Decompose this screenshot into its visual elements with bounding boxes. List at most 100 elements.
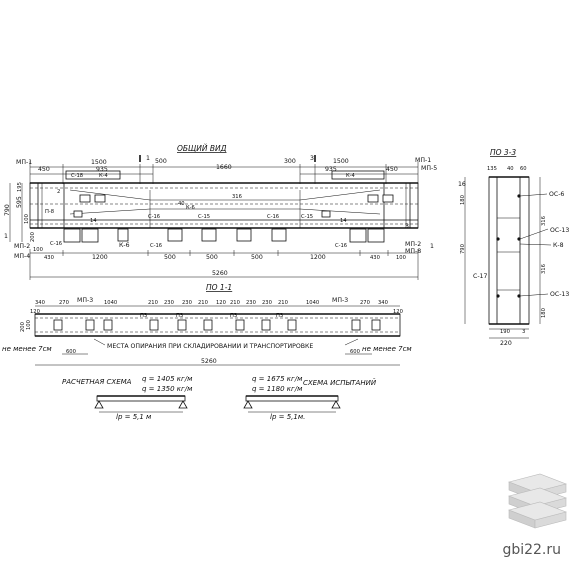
- label-c15-b: С-15: [301, 214, 313, 220]
- label-mp1-left: МП-1: [16, 159, 32, 166]
- label-mp8-right: МП-8: [405, 248, 421, 255]
- section-3-3-title: ПО 3-3: [490, 148, 516, 157]
- test-load-q4: q = 1180 кг/м: [252, 385, 303, 393]
- test-scheme: q = 1675 кг/м q = 1180 кг/м СХЕМА ИСПЫТА…: [243, 375, 377, 421]
- label-c16-b: С-16: [267, 214, 279, 220]
- dim-120-left: 120: [30, 309, 40, 315]
- dim-220: 220: [500, 340, 512, 347]
- label-oc13-a: ОС-13: [550, 227, 569, 234]
- note-not-less-left: не менее 7см: [2, 345, 52, 353]
- dim-30: 3: [522, 329, 525, 335]
- label-c16-loop-mid: С-16: [150, 243, 162, 249]
- dim-5260-bottom: 5260: [201, 358, 217, 365]
- label-pz-d: ПЗ: [276, 313, 283, 319]
- label-k8: К-8: [553, 242, 564, 249]
- label-k4-right: К-4: [346, 173, 356, 179]
- dim-230-c: 230: [246, 300, 256, 306]
- dim-300-top: 300: [284, 158, 296, 165]
- dim-500-top: 500: [155, 158, 167, 165]
- section-mark-1-top: 1: [146, 155, 150, 162]
- lifting-loops-row: [63, 228, 385, 243]
- dim-100-br: 100: [396, 255, 406, 261]
- dim-100-s1: 100: [26, 320, 32, 330]
- label-k6-bottom: К-6: [119, 242, 130, 249]
- section-1-1-title: ПО 1-1: [206, 283, 232, 292]
- label-p8: П-8: [45, 209, 54, 215]
- label-pz-b: ПЗ: [176, 313, 183, 319]
- test-load-q3: q = 1675 кг/м: [252, 375, 303, 383]
- label-mp1-right: МП-1: [415, 157, 431, 164]
- label-c16-loop-right: С-16: [335, 243, 347, 249]
- stacked-slabs-icon: [508, 473, 567, 529]
- dim-340-right: 340: [378, 300, 388, 306]
- dim-270-left: 270: [59, 300, 69, 306]
- dim-450-right: 450: [386, 166, 398, 173]
- label-c15-a: С-15: [198, 214, 210, 220]
- dim-120-right: 120: [393, 309, 403, 315]
- label-mp2-right: МП-2: [405, 241, 421, 248]
- dim-430-left: 430: [44, 255, 54, 261]
- dim-210-d: 210: [278, 300, 288, 306]
- dim-180-s3: 180: [460, 195, 466, 205]
- label-d40: 40: [178, 201, 185, 207]
- dim-100-left: 100: [24, 214, 30, 224]
- dim-450-left: 450: [38, 166, 50, 173]
- label-oc13-b: ОС-13: [550, 291, 569, 298]
- dim-230-b: 230: [182, 300, 192, 306]
- section-mark-3-top: 3: [310, 155, 314, 162]
- dim-430-right: 430: [370, 255, 380, 261]
- dim-120: 120: [216, 300, 226, 306]
- dim-1660: 1660: [216, 164, 232, 171]
- label-c17: С-17: [473, 273, 487, 280]
- label-k6-inner: К-6: [186, 205, 195, 211]
- dim-200-s1: 200: [20, 322, 26, 332]
- dim-270-right: 270: [360, 300, 370, 306]
- dim-500-c: 500: [251, 254, 263, 261]
- label-mp3-left: МП-3: [77, 297, 93, 304]
- dim-935-right: 935: [325, 166, 337, 173]
- dim-60: 60: [520, 166, 527, 172]
- dim-340-left: 340: [35, 300, 45, 306]
- label-c16-a: С-16: [148, 214, 160, 220]
- design-load-q1: q = 1405 кг/м: [142, 375, 193, 383]
- design-scheme: РАСЧЕТНАЯ СХЕМА q = 1405 кг/м q = 1350 к…: [62, 375, 193, 421]
- label-mp5-right: МП-5: [421, 165, 437, 172]
- dim-100-bl: 100: [33, 247, 43, 253]
- dim-1040-left: 1040: [104, 300, 117, 306]
- general-view: ОБЩИЙ ВИД 1500 450 935 500 1660 300 1500…: [4, 144, 437, 280]
- dim-135: 135: [487, 166, 497, 172]
- dim-210-c: 210: [230, 300, 240, 306]
- dim-16: 16: [458, 181, 466, 188]
- label-mp2-left: МП-2: [14, 243, 30, 250]
- label-c18: С-18: [71, 173, 83, 179]
- label-pn2: 2: [57, 189, 60, 195]
- label-pn14-left: 14: [90, 218, 97, 224]
- dim-1040-right: 1040: [306, 300, 319, 306]
- label-pn3-right: 3: [405, 223, 409, 230]
- test-span: lp = 5,1м.: [270, 413, 305, 421]
- test-scheme-title: СХЕМА ИСПЫТАНИЙ: [303, 378, 377, 387]
- label-mp4-left: МП-4: [14, 253, 30, 260]
- dim-40-s3: 40: [507, 166, 514, 172]
- label-pz-c: ПЗ: [230, 313, 237, 319]
- dim-1200-right: 1200: [310, 254, 326, 261]
- note-support-places: МЕСТА ОПИРАНИЯ ПРИ СКЛАДИРОВАНИИ И ТРАНС…: [107, 343, 313, 350]
- label-oc6: ОС-6: [549, 191, 564, 198]
- dim-1200-left: 1200: [92, 254, 108, 261]
- dim-210-a: 210: [148, 300, 158, 306]
- dim-316-a: 316: [541, 216, 547, 226]
- dim-595: 595: [16, 196, 23, 208]
- dim-210-b: 210: [198, 300, 208, 306]
- design-load-q2: q = 1350 кг/м: [142, 385, 193, 393]
- dim-1500-left: 1500: [91, 159, 107, 166]
- dim-195-left: 195: [17, 182, 23, 192]
- dim-316-b: 316: [541, 264, 547, 274]
- section-3-3: ПО 3-3 135 40 60 16 ОС-6 ОС-13 К-8 ОС-13…: [458, 148, 569, 347]
- brand-url[interactable]: gbi22.ru: [502, 542, 561, 558]
- label-mp3-right: МП-3: [332, 297, 348, 304]
- note-not-less-right: не менее 7см: [362, 345, 412, 353]
- dim-500-a: 500: [164, 254, 176, 261]
- dim-200-left: 200: [30, 232, 36, 242]
- general-view-title: ОБЩИЙ ВИД: [177, 144, 227, 153]
